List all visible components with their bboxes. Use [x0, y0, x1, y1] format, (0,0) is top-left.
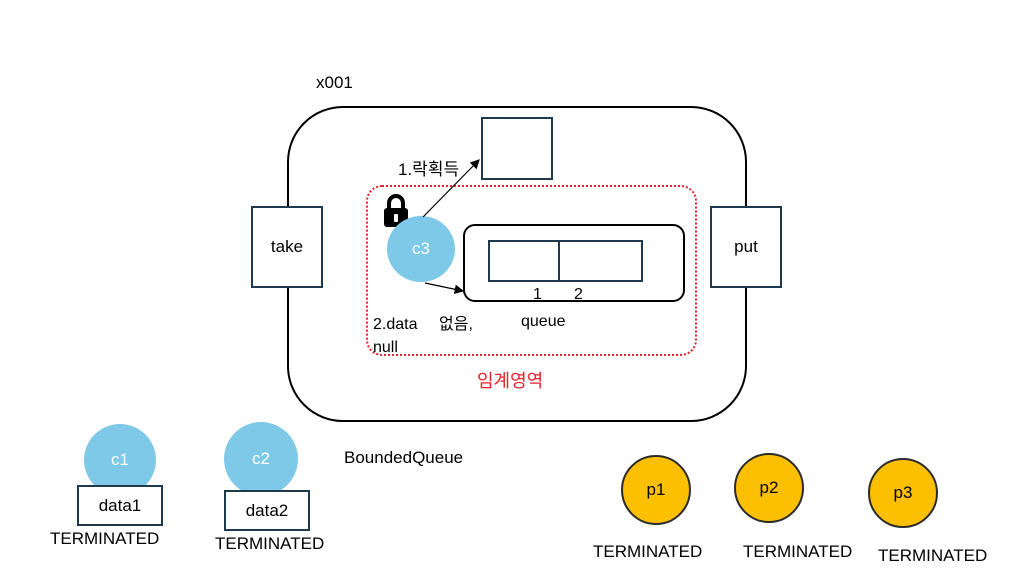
step1-lock-acquire-label: 1.락획득: [398, 160, 460, 179]
object-address: x001: [316, 73, 353, 92]
thread-c1-data-box: data1: [77, 485, 163, 526]
queue-label: queue: [521, 313, 566, 330]
thread-p3-status: TERMINATED: [878, 546, 988, 565]
critical-section-label: 임계영역: [477, 371, 544, 391]
put-label: put: [734, 237, 758, 256]
thread-p3: p3: [868, 458, 938, 528]
lock-box: [481, 117, 553, 180]
thread-c3-label: c3: [412, 239, 430, 258]
step2-empty-label: 없음,: [439, 316, 473, 333]
thread-c1: c1: [84, 424, 156, 496]
queue-slot-1: [488, 240, 560, 282]
thread-c2-label: c2: [252, 449, 270, 468]
thread-p2: p2: [734, 453, 804, 523]
put-method-box: put: [710, 206, 782, 288]
thread-c1-label: c1: [111, 450, 129, 469]
thread-c3: c3: [387, 216, 455, 282]
thread-p3-label: p3: [893, 483, 913, 502]
step2-data-label: 2.data: [373, 316, 418, 333]
thread-c1-data: data1: [98, 495, 142, 515]
thread-c2-data: data2: [245, 500, 289, 520]
thread-p2-label: p2: [759, 478, 779, 497]
class-name-label: BoundedQueue: [344, 448, 464, 467]
queue-slot-index-1: 1: [533, 286, 542, 303]
queue-slot-index-2: 2: [574, 286, 583, 303]
thread-c2-status: TERMINATED: [215, 534, 325, 553]
queue-slot-2: [558, 240, 643, 282]
thread-c2: c2: [224, 422, 298, 496]
thread-c1-status: TERMINATED: [50, 529, 160, 548]
thread-p1: p1: [621, 455, 691, 525]
take-label: take: [270, 237, 304, 256]
thread-p1-label: p1: [646, 480, 666, 499]
critical-section-region: [366, 185, 697, 356]
thread-p2-status: TERMINATED: [743, 542, 853, 561]
queue-container: [463, 224, 685, 302]
thread-p1-status: TERMINATED: [593, 542, 703, 561]
step2-null-label: null: [373, 339, 398, 356]
take-method-box: take: [251, 206, 323, 288]
thread-c2-data-box: data2: [224, 490, 310, 531]
